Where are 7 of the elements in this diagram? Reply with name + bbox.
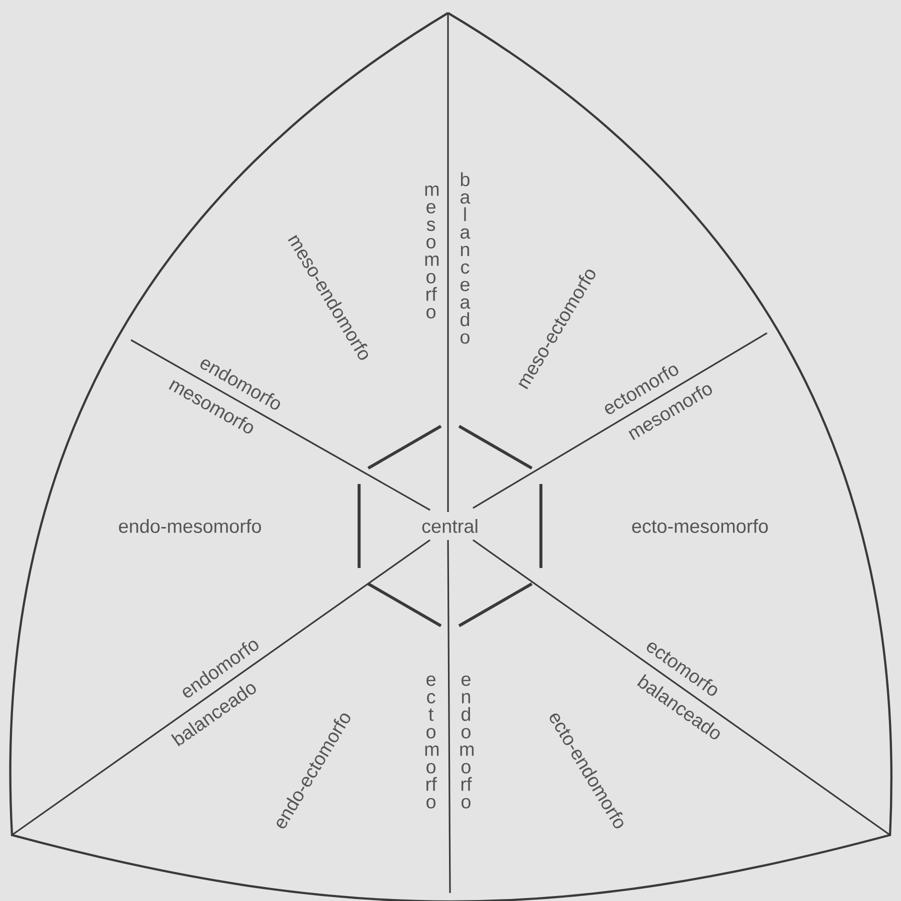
stacked-label: ectomorfo — [425, 676, 439, 808]
stacked-label: endomorfo — [460, 676, 474, 808]
region-label: ecto-mesomorfo — [632, 519, 768, 533]
hexagon: central — [358, 424, 542, 628]
stacked-label: balanceado — [460, 172, 470, 344]
region-label: endo-mesomorfo — [119, 519, 261, 533]
stacked-label: mesomorfo — [425, 186, 439, 318]
